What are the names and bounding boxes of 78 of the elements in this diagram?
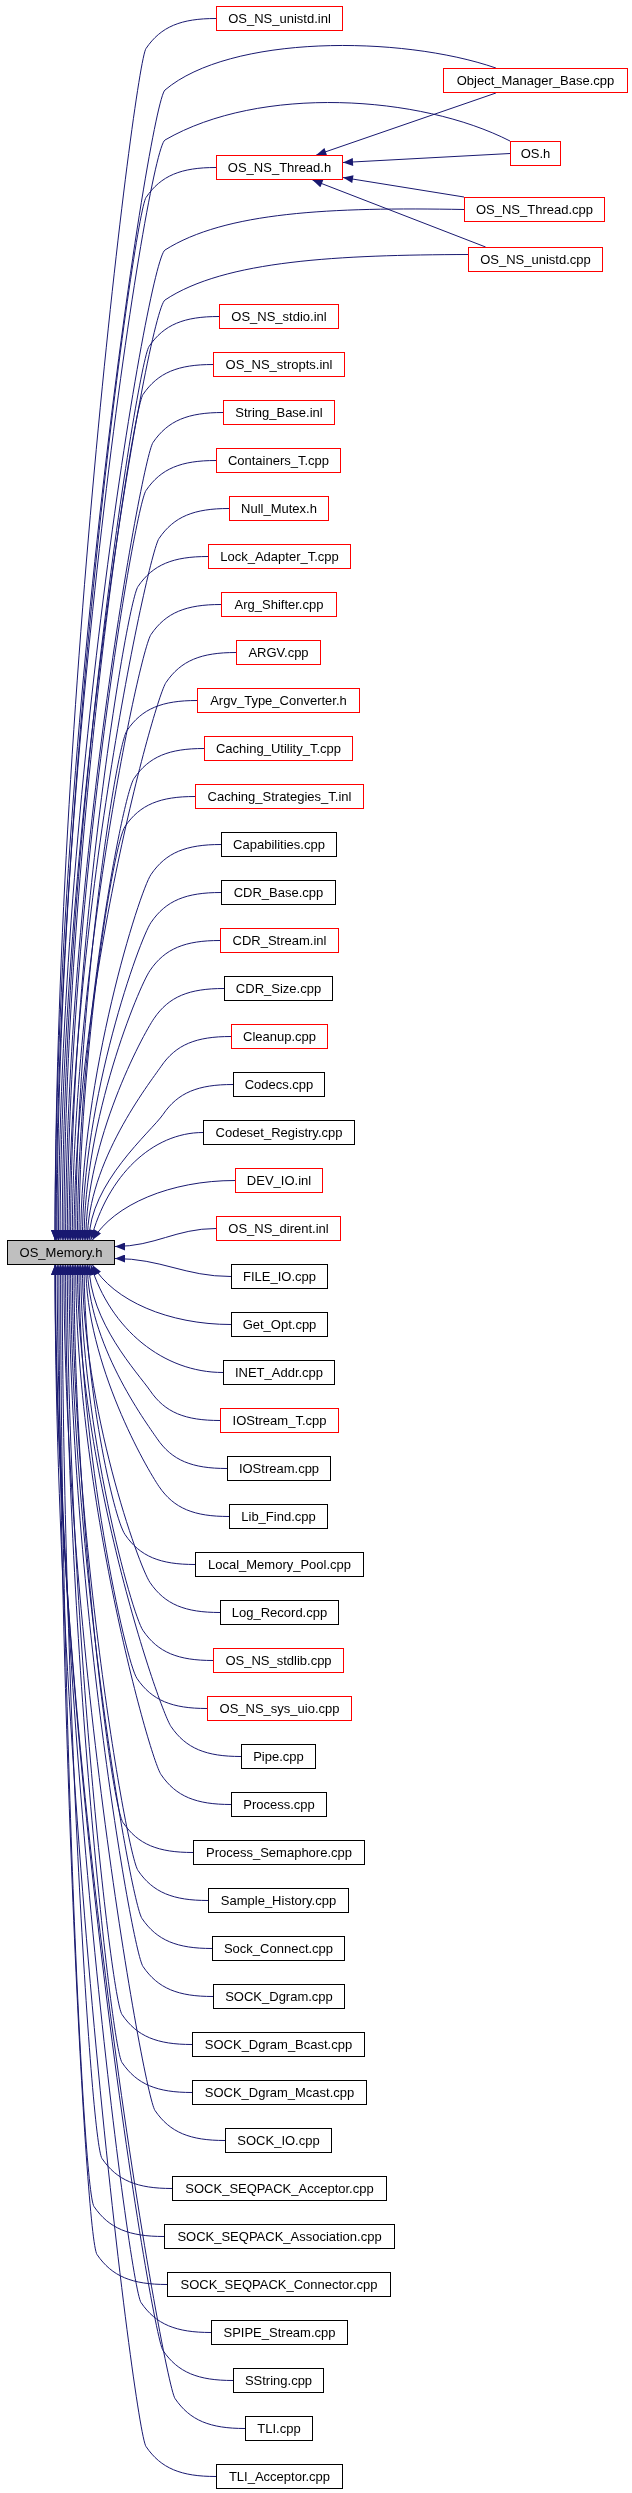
include-arrow (342, 153, 511, 166)
file-node: Cleanup.cpp (231, 1024, 328, 1049)
include-arrow (92, 1180, 236, 1241)
file-node: Lock_Adapter_T.cpp (208, 544, 351, 569)
file-node: SOCK_Dgram_Mcast.cpp (192, 2080, 367, 2105)
file-node: SOCK_Dgram.cpp (213, 1984, 345, 2009)
file-node: Null_Mutex.h (229, 496, 329, 521)
file-node: String_Base.inl (223, 400, 335, 425)
file-node: SOCK_Dgram_Bcast.cpp (192, 2032, 365, 2057)
include-arrow (342, 175, 465, 198)
file-node: Argv_Type_Converter.h (197, 688, 360, 713)
file-node: Codecs.cpp (233, 1072, 325, 1097)
file-node: INET_Addr.cpp (223, 1360, 335, 1385)
file-node: SOCK_SEQPACK_Association.cpp (164, 2224, 395, 2249)
file-node: IOStream.cpp (227, 1456, 331, 1481)
include-arrow (92, 1264, 232, 1325)
include-arrow (315, 92, 497, 156)
include-arrow (84, 1036, 232, 1241)
file-node: SOCK_SEQPACK_Acceptor.cpp (172, 2176, 387, 2201)
include-arrow (75, 796, 196, 1241)
include-arrow (85, 1264, 221, 1421)
include-arrow (82, 988, 225, 1241)
include-arrow (70, 652, 237, 1241)
include-arrow (60, 1264, 226, 2141)
include-arrow (89, 1132, 204, 1241)
include-arrow (312, 179, 487, 248)
include-arrow (114, 1228, 217, 1251)
file-node: OS_Memory.h (7, 1240, 115, 1265)
file-node: Capabilities.cpp (221, 832, 337, 857)
file-node: OS_NS_Thread.cpp (464, 197, 605, 222)
file-node: OS_NS_Thread.h (216, 155, 343, 180)
file-node: Pipe.cpp (241, 1744, 316, 1769)
file-node: Containers_T.cpp (216, 448, 341, 473)
include-arrow (114, 1254, 232, 1277)
file-node: Caching_Strategies_T.inl (195, 784, 364, 809)
file-node: OS_NS_stdlib.cpp (213, 1648, 344, 1673)
include-arrow (90, 1264, 224, 1373)
file-node: OS_NS_unistd.cpp (468, 247, 603, 272)
file-node: OS_NS_unistd.inl (216, 6, 343, 31)
file-node: SOCK_SEQPACK_Connector.cpp (167, 2272, 391, 2297)
file-node: Lib_Find.cpp (229, 1504, 328, 1529)
include-arrow (80, 1264, 196, 1565)
include-arrow (70, 1264, 194, 1853)
file-node: SOCK_IO.cpp (225, 2128, 332, 2153)
include-arrow (80, 940, 221, 1241)
file-node: OS_NS_dirent.inl (216, 1216, 341, 1241)
file-node: CDR_Stream.inl (220, 928, 339, 953)
file-node: Get_Opt.cpp (231, 1312, 328, 1337)
file-node: Sock_Connect.cpp (212, 1936, 345, 1961)
file-node: SString.cpp (233, 2368, 324, 2393)
file-node: CDR_Base.cpp (221, 880, 336, 905)
file-node: Sample_History.cpp (208, 1888, 349, 1913)
file-node: Process.cpp (231, 1792, 327, 1817)
file-node: Process_Semaphore.cpp (193, 1840, 365, 1865)
include-arrow (68, 604, 222, 1241)
file-node: Codeset_Registry.cpp (203, 1120, 355, 1145)
file-node: Arg_Shifter.cpp (221, 592, 337, 617)
file-node: OS.h (510, 141, 561, 166)
include-arrow (86, 1084, 234, 1241)
file-node: TLI_Acceptor.cpp (216, 2464, 343, 2489)
file-node: Local_Memory_Pool.cpp (195, 1552, 364, 1577)
include-arrow (51, 1264, 217, 2477)
file-node: OS_NS_stropts.inl (213, 352, 345, 377)
file-node: IOStream_T.cpp (220, 1408, 339, 1433)
file-node: ARGV.cpp (236, 640, 321, 665)
file-node: FILE_IO.cpp (231, 1264, 328, 1289)
file-node: TLI.cpp (245, 2416, 313, 2441)
file-node: Log_Record.cpp (220, 1600, 339, 1625)
include-arrow (84, 1264, 228, 1469)
file-node: OS_NS_stdio.inl (219, 304, 339, 329)
file-node: CDR_Size.cpp (224, 976, 333, 1001)
file-node: DEV_IO.inl (235, 1168, 323, 1193)
file-node: SPIPE_Stream.cpp (211, 2320, 348, 2345)
include-arrow (53, 1264, 212, 2333)
file-node: Object_Manager_Base.cpp (443, 68, 628, 93)
file-node: OS_NS_sys_uio.cpp (207, 1696, 352, 1721)
file-node: Caching_Utility_T.cpp (204, 736, 353, 761)
include-arrow (82, 1264, 230, 1517)
